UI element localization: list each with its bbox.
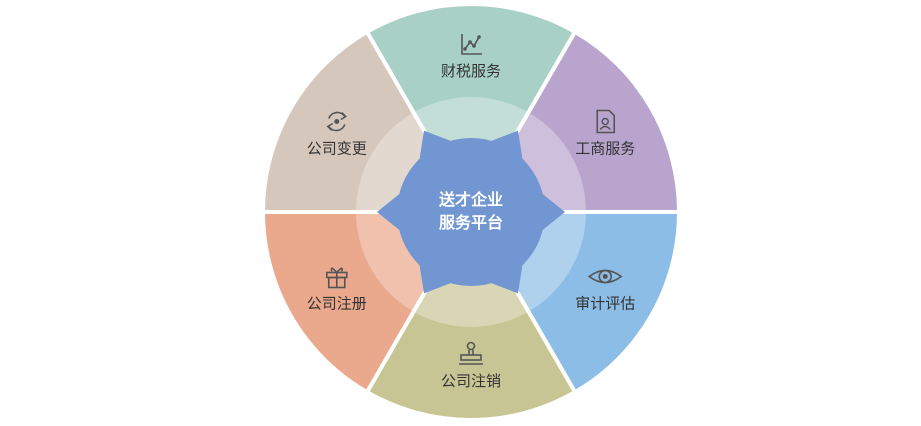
segment-label: 财税服务 — [441, 62, 501, 80]
hub-title-line-1: 送才企业 — [438, 190, 503, 209]
hub-title-line-2: 服务平台 — [439, 213, 503, 232]
gift-box-icon — [325, 267, 348, 289]
segment-label: 工商服务 — [575, 140, 635, 158]
segment-label: 审计评估 — [575, 295, 635, 313]
stamp-icon — [459, 341, 483, 365]
refresh-cycle-icon — [326, 111, 347, 132]
segment-label: 公司注册 — [307, 295, 367, 313]
center-hub: 送才企业 服务平台 — [377, 130, 565, 294]
segment-label: 公司变更 — [307, 140, 367, 158]
document-user-icon — [596, 109, 616, 134]
chart-line-icon — [461, 34, 482, 55]
eye-icon — [587, 269, 623, 284]
segment-label: 公司注销 — [441, 372, 501, 390]
hub-circle — [397, 138, 545, 286]
